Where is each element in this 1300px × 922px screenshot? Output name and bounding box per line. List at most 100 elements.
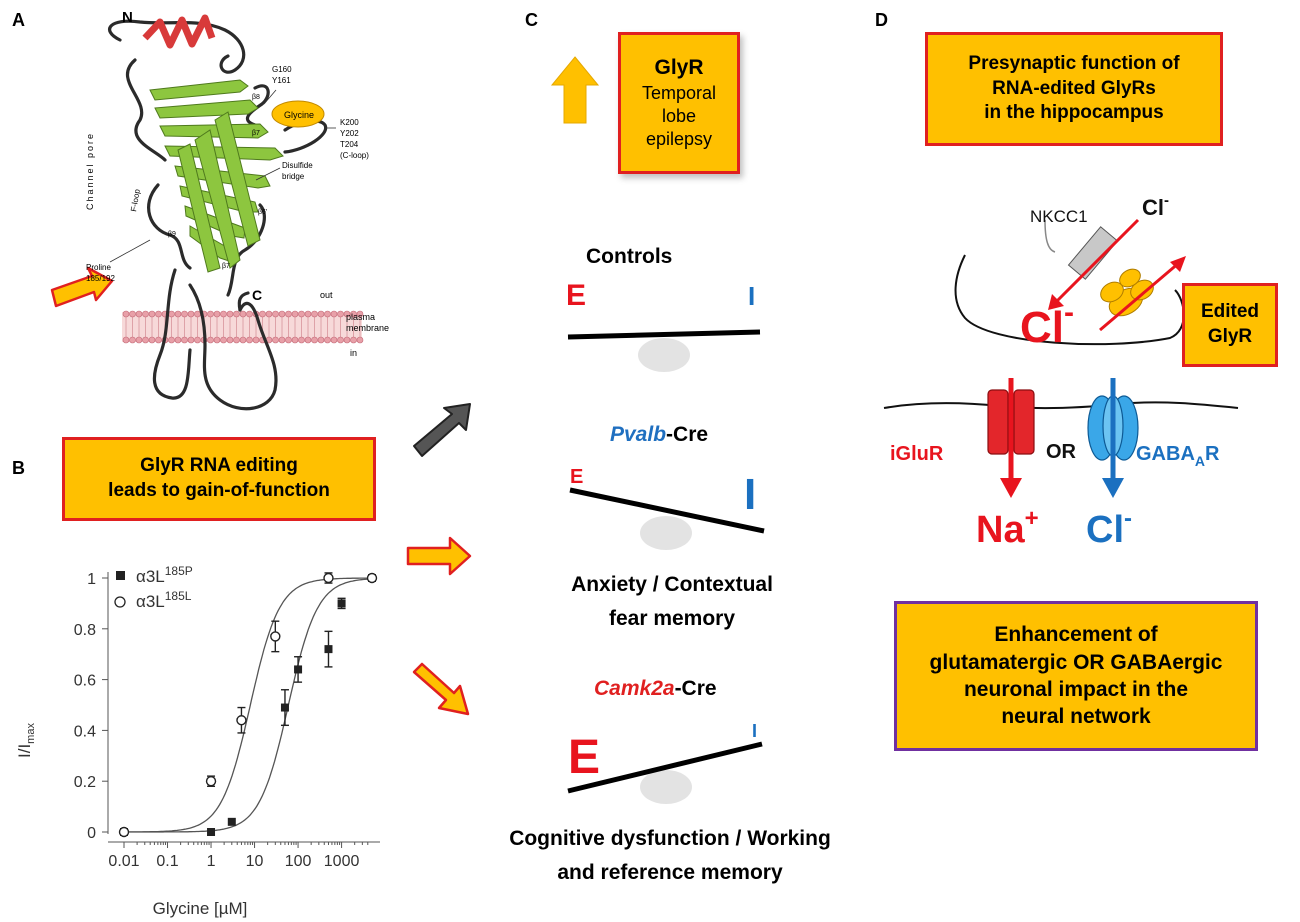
glyr-box-title: GlyR [654,56,704,80]
enhancement-line3: neuronal impact in the [963,678,1189,701]
nkcc1-label: NKCC1 [1030,207,1088,226]
point-185l [118,826,130,838]
gain-of-function-line1: GlyR RNA editing [140,455,298,477]
controls-fulcrum [638,338,690,372]
point-185p [337,599,346,608]
beta9-label: β9 [168,231,176,238]
controls-label: Controls [586,245,673,268]
glycine-ligand [271,100,325,128]
y-tick-label: 0.6 [74,673,96,690]
point-185p [280,703,289,712]
beta-sheets [149,79,284,273]
c-terminus-label: C [252,287,262,303]
point-185l [236,715,247,726]
nkcc1-flux-arrow [1052,218,1140,306]
beta6-label: β6' [258,209,267,216]
or-label: OR [1046,441,1077,463]
panel-label-d: D [875,10,888,30]
legend-marker-185p [116,571,125,580]
nkcc1-transporter [1067,226,1119,280]
cl-intracellular-label: Cl- [1020,296,1074,352]
camk2a-seesaw: E I [567,721,763,804]
alpha-helix [142,14,216,49]
point-185p [294,665,303,674]
channel-pore-label: Channel pore [85,132,95,210]
red-arrow-right [406,536,472,576]
edited-glyr-line1: Edited [1200,301,1260,323]
cl-top-label: Cl- [1142,192,1169,220]
x-tick-label: 1 [207,853,216,870]
f-loop-label: F-loop [129,188,142,212]
plasma-label: plasma [346,312,375,322]
plasma-membrane [122,310,364,344]
presynaptic-line3: in the hippocampus [984,102,1164,124]
point-185l [323,572,334,584]
g160-label: G160 [272,65,292,74]
edited-glyr-line2: GlyR [1207,326,1253,347]
y-tick-label: 1 [87,571,96,588]
beta7-label: β7 [252,130,260,137]
pvalb-gene: Pvalb [610,423,667,446]
controls-beam [567,329,761,340]
protein-backbone [108,19,328,411]
ei-balance-diagrams: E I E I E I [566,279,765,804]
camk2a-cre-suffix: -Cre [674,677,717,700]
epilepsy-line3: epilepsy [645,129,713,150]
y-tick-label: 0.8 [74,622,96,639]
edited-glyr-channel [1100,268,1154,317]
k200-label: K200 [340,118,359,127]
point-185l [205,775,217,787]
n-terminus-label: N [122,9,133,26]
pvalb-cre-label: Pvalb-Cre [610,423,708,447]
legend-marker-185l [114,596,126,608]
point-185p [207,828,216,836]
presynaptic-function-box: Presynaptic function of RNA-edited GlyRs… [925,32,1223,146]
anxiety-line2: fear memory [608,607,736,630]
panel-label-b: B [12,458,25,478]
gabaa-label: GABAAR [1136,443,1220,469]
chart-legend: α3L185P α3L185L [114,564,193,611]
epilepsy-line1: Temporal [641,82,717,103]
na-label: Na+ [976,505,1039,551]
y161-label: Y161 [272,76,291,85]
iglur-receptor [987,389,1035,455]
controls-seesaw: E I [566,279,761,372]
out-label: out [320,290,333,300]
anxiety-line1: Anxiety / Contextual [571,573,773,596]
point-185l [366,572,378,584]
controls-i: I [748,281,755,311]
glyr-structure-diagram: N C Channel pore Glycine G160 Y161 K200 … [50,9,389,411]
chart-ylabel: I/Imax [15,723,37,758]
proline-position-label: 185/192 [86,274,115,283]
gray-arrow [413,403,471,457]
pvalb-i: I [744,470,756,519]
y-tick-label: 0 [87,825,96,842]
glyr-flux-arrow [1099,260,1181,332]
x-tick-label: 0.01 [108,853,139,870]
in-label: in [350,348,357,358]
cognitive-line2: and reference memory [557,861,783,884]
synapse-diagram: NKCC1 Cl- Cl- iGluR OR GABAAR Na+ Cl- [883,192,1239,551]
camk2a-i: I [752,721,757,741]
point-185l [270,631,281,642]
legend-label-185p: α3L185P [136,564,193,586]
enhancement-line4: neural network [1001,705,1151,729]
pvalb-beam [569,487,765,534]
pvalb-fulcrum [640,516,692,550]
presynaptic-line1: Presynaptic function of [968,52,1180,74]
bridge-label: bridge [282,172,305,181]
proline-label: Proline [86,263,111,272]
x-tick-label: 100 [285,853,312,870]
x-tick-label: 0.1 [156,853,178,870]
temporal-lobe-epilepsy-box: GlyR Temporal lobe epilepsy [618,32,740,174]
connector-arrows [406,403,472,716]
membrane-label: membrane [346,323,389,333]
x-tick-label: 1000 [324,853,360,870]
controls-e: E [566,279,586,312]
y-tick-label: 0.4 [74,723,96,740]
red-arrow-down-right [412,662,470,716]
y-tick-label: 0.2 [74,774,96,791]
chart-axes [102,572,380,848]
epilepsy-line2: lobe [661,105,697,126]
point-185p [324,645,333,654]
